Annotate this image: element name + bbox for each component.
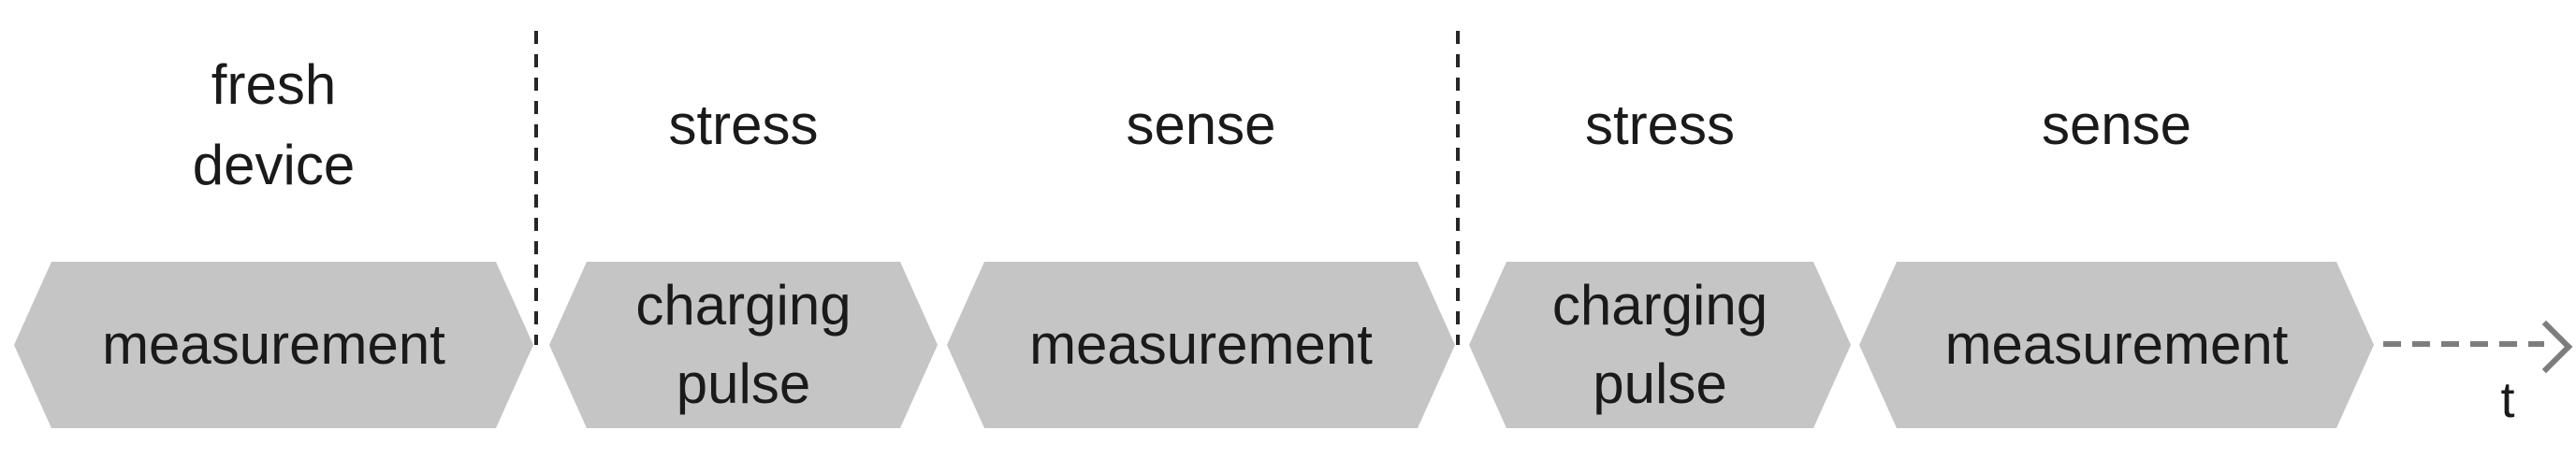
arrow-head-icon [2519, 320, 2573, 374]
cycle-separator-1 [534, 31, 538, 345]
block-charging-pulse-2: charging pulse [1469, 262, 1851, 428]
phase-label-stress-1: stress [668, 93, 819, 156]
block-measurement-3: measurement [1859, 262, 2374, 428]
block-measurement-1: measurement [14, 262, 533, 428]
cycle-separator-2 [1456, 31, 1460, 345]
block-measurement-2: measurement [947, 262, 1455, 428]
time-axis-arrow [2383, 341, 2544, 347]
phase-label-sense-2: sense [2041, 93, 2192, 156]
phase-label-stress-2: stress [1584, 93, 1736, 156]
block-charging-pulse-1: charging pulse [549, 262, 938, 428]
phase-label-fresh-device: fresh device [192, 53, 356, 196]
time-axis-label: t [2500, 372, 2515, 428]
phase-label-sense-1: sense [1126, 93, 1276, 156]
